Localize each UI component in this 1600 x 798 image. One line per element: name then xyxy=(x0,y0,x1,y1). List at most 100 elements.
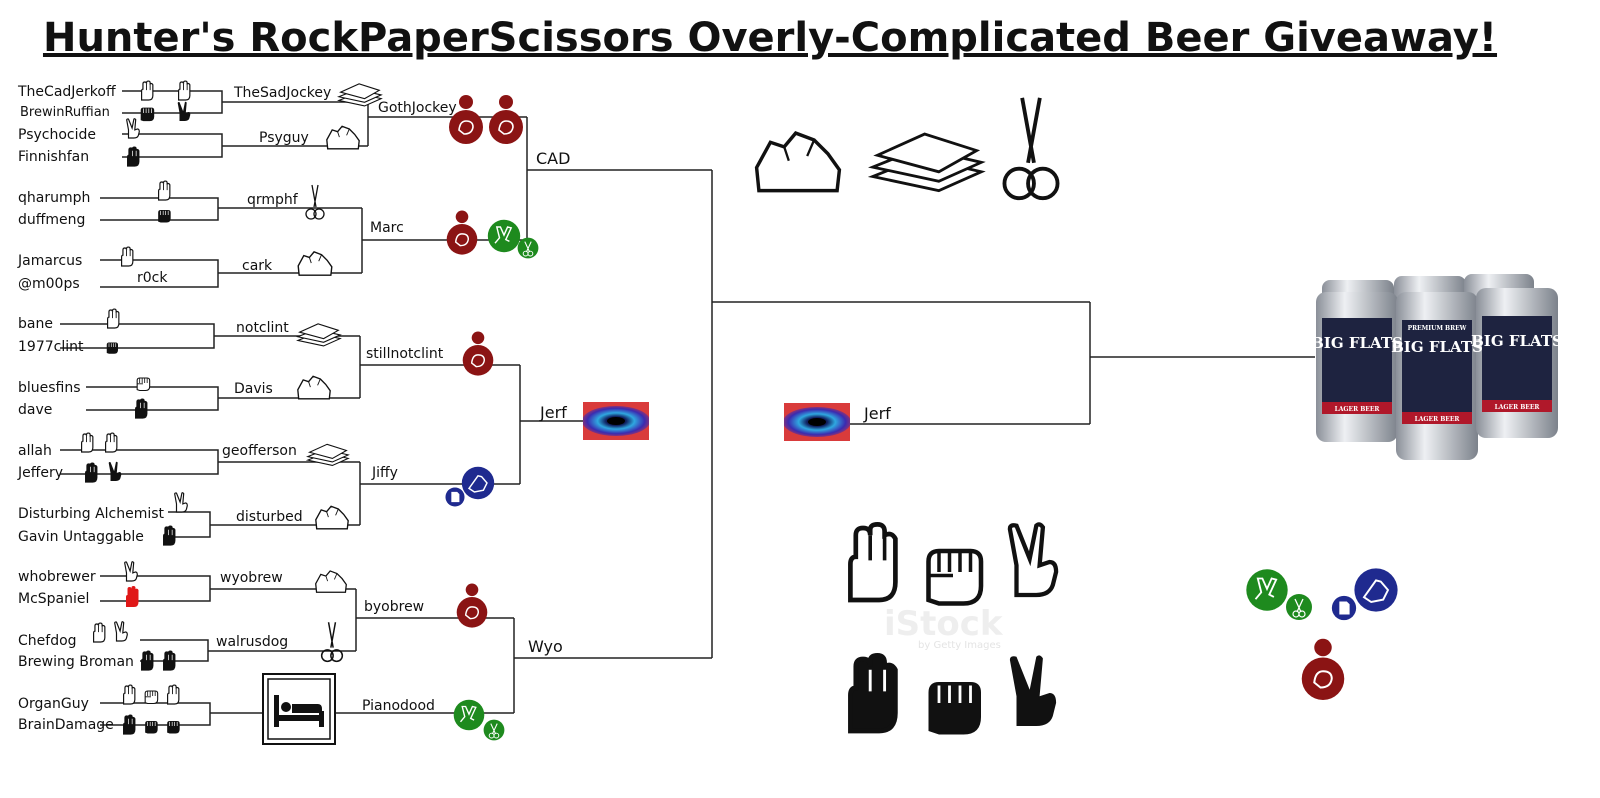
vee-filled-icon xyxy=(106,460,124,484)
beer-six-pack-image: BIG FLATS BIG FLATS BIG FLATS PREMIUM BR… xyxy=(1312,274,1558,460)
black-hole-image xyxy=(784,402,850,442)
hand-filled-icon xyxy=(82,462,100,484)
hand-red-icon xyxy=(126,586,139,607)
beer-top-text: PREMIUM BREW xyxy=(1408,325,1467,332)
player-name: bluesfins xyxy=(18,380,81,396)
paper-mini-ball-icon xyxy=(444,486,466,508)
rock-icon xyxy=(296,374,332,402)
round2-winner: stillnotclint xyxy=(366,346,444,362)
hand-filled-icon xyxy=(120,714,138,736)
rock-icon xyxy=(752,122,844,204)
vee-outline-icon xyxy=(124,118,142,140)
hand-open-outline-icon xyxy=(120,684,138,706)
player-name: BrainDamage xyxy=(18,717,114,733)
scissors-mini-ball-icon xyxy=(482,718,506,742)
hand-open-outline-icon xyxy=(164,684,182,706)
hand-filled-icon xyxy=(132,398,150,420)
player-name: allah xyxy=(18,443,52,459)
vee-outline-icon xyxy=(122,560,140,584)
fist-filled-icon xyxy=(142,716,160,736)
round1-winner: cark xyxy=(242,258,273,274)
paper-icon xyxy=(337,80,383,108)
beer-brand-text: BIG FLATS xyxy=(1312,334,1403,352)
round1-winner: walrusdog xyxy=(216,634,289,650)
player-name: OrganGuy xyxy=(18,696,89,712)
round3-winner: CAD xyxy=(536,149,571,168)
rock-ball-icon xyxy=(486,94,526,146)
hand-filled-icon xyxy=(160,525,178,547)
fist-filled-icon xyxy=(918,660,988,746)
player-name: TheCadJerkoff xyxy=(18,84,116,100)
hand-open-outline-icon xyxy=(78,432,96,454)
player-name: Brewing Broman xyxy=(18,654,134,670)
round1-winner: TheSadJockey xyxy=(234,85,332,101)
player-name: Jamarcus xyxy=(18,253,83,269)
player-name: Jeffery xyxy=(18,465,64,481)
bed-icon xyxy=(262,673,336,745)
rock-icon xyxy=(314,504,350,532)
page-title: Hunter's RockPaperScissors Overly-Compli… xyxy=(42,15,1498,61)
round1-winner: qrmphf xyxy=(247,192,298,208)
scissors-icon xyxy=(320,620,344,666)
round2-winner: GothJockey xyxy=(378,100,457,116)
rock-icon xyxy=(314,568,348,596)
fist-filled-icon xyxy=(155,205,173,225)
beer-bottom-text: LAGER BEER xyxy=(1335,406,1381,413)
player-name: @m00ps xyxy=(18,276,80,292)
rock-ball-icon xyxy=(444,206,480,260)
rock-icon xyxy=(296,250,334,278)
rock-ball-icon xyxy=(460,326,496,382)
beer-brand-text: BIG FLATS xyxy=(1391,338,1483,356)
paper-ball-icon xyxy=(1352,566,1400,614)
round1-loser-label: r0ck xyxy=(137,270,168,286)
scissors-ball-icon xyxy=(452,698,486,732)
hand-open-outline-icon xyxy=(138,80,156,102)
player-name: Gavin Untaggable xyxy=(18,529,144,545)
hand-open-outline-icon xyxy=(118,246,136,268)
scissors-mini-ball-icon xyxy=(1284,592,1314,622)
player-name: 1977clint xyxy=(18,339,84,355)
player-name: qharumph xyxy=(18,190,91,206)
hand-open-outline-icon xyxy=(175,80,193,102)
round1-winner: Psyguy xyxy=(259,130,309,146)
rock-ball-icon xyxy=(446,94,486,146)
scissors-icon xyxy=(1000,92,1062,210)
vee-outline-icon xyxy=(112,620,130,644)
hand-open-outline-icon xyxy=(102,432,120,454)
paper-icon xyxy=(306,440,350,468)
round2-winner: Jiffy xyxy=(372,465,398,481)
fist-outline-icon xyxy=(142,686,160,706)
round2-winner: Pianodood xyxy=(362,698,435,714)
player-name: Finnishfan xyxy=(18,149,90,165)
player-name: whobrewer xyxy=(18,569,96,585)
player-name: duffmeng xyxy=(18,212,86,228)
hand-filled-icon xyxy=(160,650,178,672)
beer-brand-text: BIG FLATS xyxy=(1471,332,1558,350)
round3-winner: Jerf xyxy=(540,403,567,422)
hand-filled-icon xyxy=(124,146,142,168)
beer-bottom-text: LAGER BEER xyxy=(1415,416,1461,423)
paper-icon xyxy=(868,122,986,198)
player-name: Psychocide xyxy=(18,127,96,143)
rock-ball-icon xyxy=(454,578,490,634)
fist-outline-icon xyxy=(918,530,988,614)
player-name: Chefdog xyxy=(18,633,77,649)
paper-mini-ball-icon xyxy=(1330,594,1358,622)
rock-icon xyxy=(325,124,361,152)
player-name: dave xyxy=(18,402,53,418)
fist-filled-icon xyxy=(164,716,182,736)
round1-winner: notclint xyxy=(236,320,289,336)
player-name: McSpaniel xyxy=(18,591,90,607)
round1-winner: Davis xyxy=(234,381,273,397)
hand-open-outline-icon xyxy=(104,308,122,330)
hand-filled-icon xyxy=(836,644,908,746)
hand-open-outline-icon xyxy=(836,514,908,614)
beer-bottom-text: LAGER BEER xyxy=(1495,404,1541,411)
watermark-sub: by Getty Images xyxy=(918,640,1001,651)
scissors-mini-ball-icon xyxy=(516,236,540,260)
vee-outline-icon xyxy=(1000,510,1066,614)
hand-open-outline-icon xyxy=(90,622,108,644)
vee-outline-icon xyxy=(172,492,190,514)
hand-open-outline-icon xyxy=(155,180,173,202)
fist-outline-icon xyxy=(134,373,152,393)
